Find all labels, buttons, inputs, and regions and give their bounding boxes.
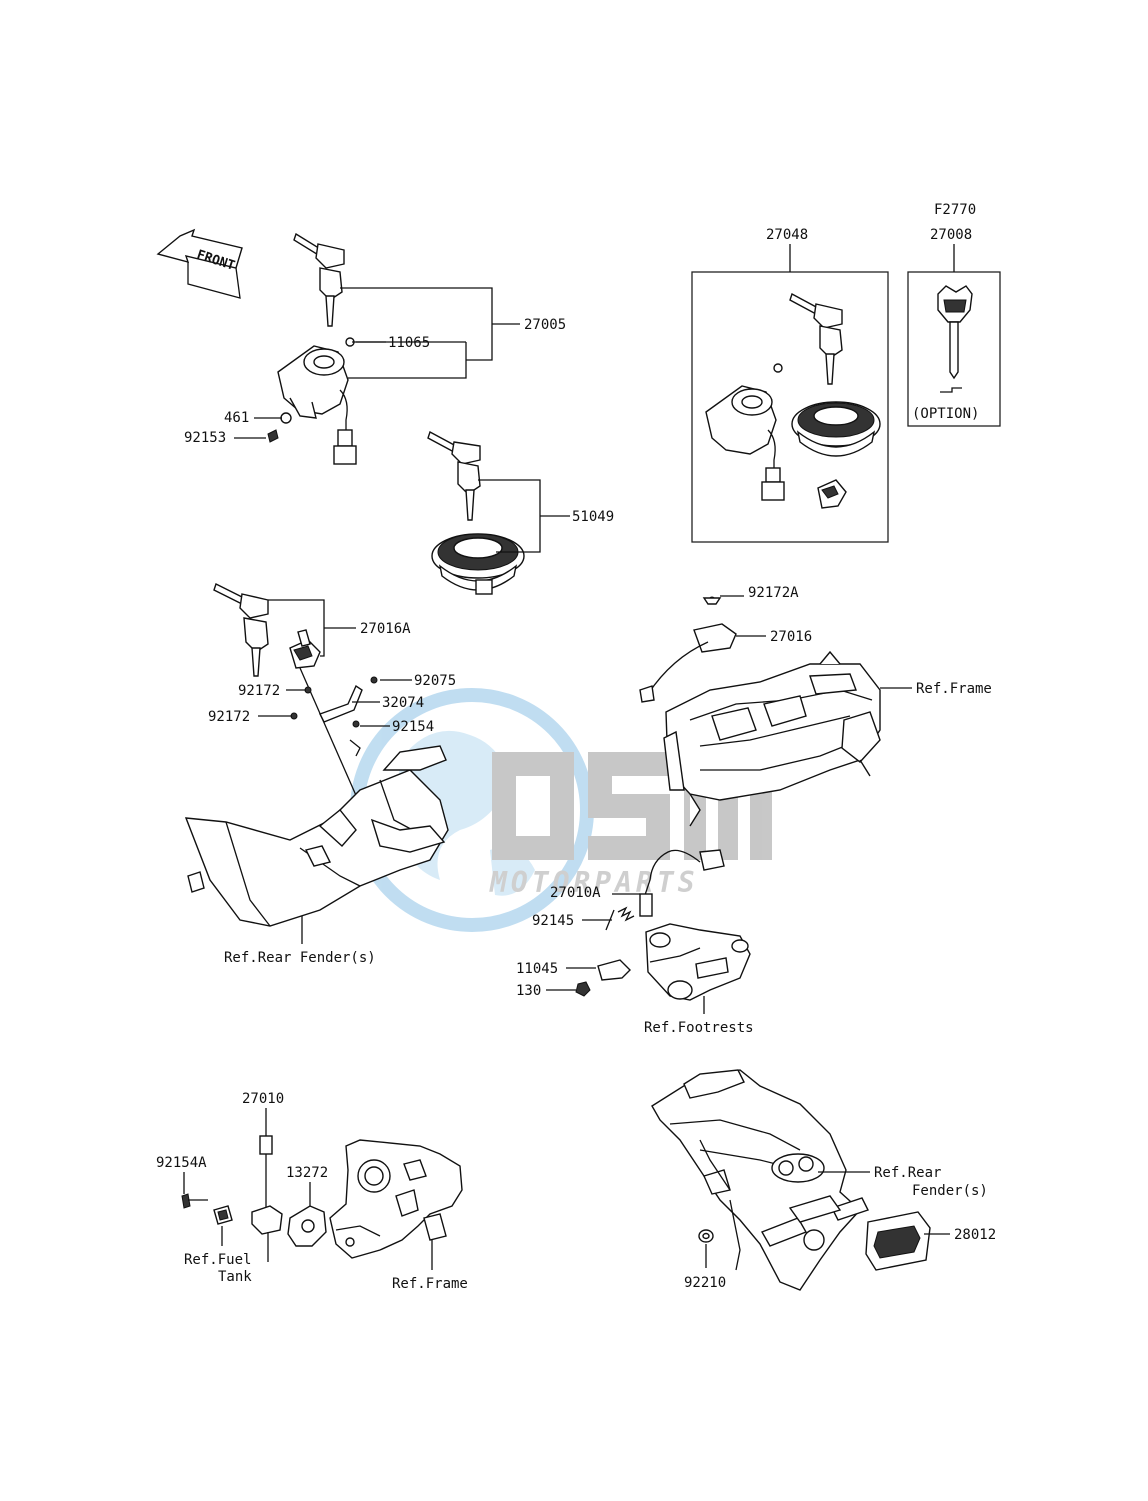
nut-130 [575, 981, 591, 997]
label-28012: 28012 [954, 1227, 996, 1243]
watermark-tagline: MOTORPARTS [489, 866, 699, 899]
frame-head-section [329, 1139, 463, 1259]
label-92210: 92210 [684, 1275, 726, 1291]
label-tank: Tank [218, 1269, 252, 1285]
spring-92145 [605, 906, 635, 931]
rear-fender-assembly [184, 739, 449, 927]
label-92153: 92153 [184, 430, 226, 446]
label-27016: 27016 [770, 629, 812, 645]
front-direction-arrow: FRONT [156, 228, 243, 299]
label-option: (OPTION) [912, 406, 979, 422]
bolt-92154A [181, 1193, 208, 1209]
label-ref-rear-2a: Ref.Rear [874, 1165, 941, 1181]
label-92172-a: 92172 [238, 683, 280, 699]
label-32074: 32074 [382, 695, 424, 711]
fuel-tank-clip [213, 1205, 233, 1225]
label-92172-b: 92172 [208, 709, 250, 725]
key-51049 [427, 430, 481, 521]
seat-lock-cable-27010A [639, 849, 725, 917]
cable-27010 [251, 1135, 283, 1262]
label-27010A: 27010A [550, 885, 601, 901]
label-130: 130 [516, 983, 541, 999]
rear-fender-lower [651, 1069, 869, 1291]
option-blank-key [937, 285, 973, 393]
label-92154A: 92154A [156, 1155, 207, 1171]
label-ref-frame-1: Ref.Frame [916, 681, 992, 697]
label-27010: 27010 [242, 1091, 284, 1107]
kit-27048-fuel-cap [791, 401, 881, 457]
label-27016A: 27016A [360, 621, 411, 637]
label-11045: 11045 [516, 961, 558, 977]
label-27008: 27008 [930, 227, 972, 243]
label-ref-fuel: Ref.Fuel [184, 1252, 251, 1268]
label-461: 461 [224, 410, 249, 426]
reflector-28012 [865, 1211, 931, 1271]
ignition-switch-27005 [267, 337, 357, 465]
label-ref-footrests: Ref.Footrests [644, 1020, 754, 1036]
key-27016A-upper [213, 583, 269, 677]
label-11065: 11065 [388, 335, 430, 351]
kit-27048-key [789, 292, 843, 385]
label-f2770: F2770 [934, 202, 976, 218]
seat-lock-27016 [639, 596, 737, 703]
frame-subframe [663, 650, 881, 827]
label-92145: 92145 [532, 913, 574, 929]
footrest-bracket [645, 923, 751, 1001]
kit-27048-seat-lock [817, 479, 847, 509]
bracket-11045 [597, 959, 631, 981]
nut-92210 [698, 1229, 714, 1243]
fuel-cap-51049 [431, 533, 525, 595]
label-27005: 27005 [524, 317, 566, 333]
bracket-32074 [290, 676, 378, 728]
label-13272: 13272 [286, 1165, 328, 1181]
label-92154: 92154 [392, 719, 434, 735]
kit-27048-ignition-switch [705, 363, 785, 501]
watermark-letters [492, 752, 772, 860]
plate-13272 [287, 1205, 327, 1247]
label-ref-rear-fender-1: Ref.Rear Fender(s) [224, 950, 376, 966]
label-27048: 27048 [766, 227, 808, 243]
label-ref-frame-2: Ref.Frame [392, 1276, 468, 1292]
label-ref-rear-2b: Fender(s) [912, 1183, 988, 1199]
label-51049: 51049 [572, 509, 614, 525]
seat-lock-27016A [289, 629, 321, 669]
key-27005-upper [293, 232, 345, 327]
label-92172A: 92172A [748, 585, 799, 601]
label-92075: 92075 [414, 673, 456, 689]
